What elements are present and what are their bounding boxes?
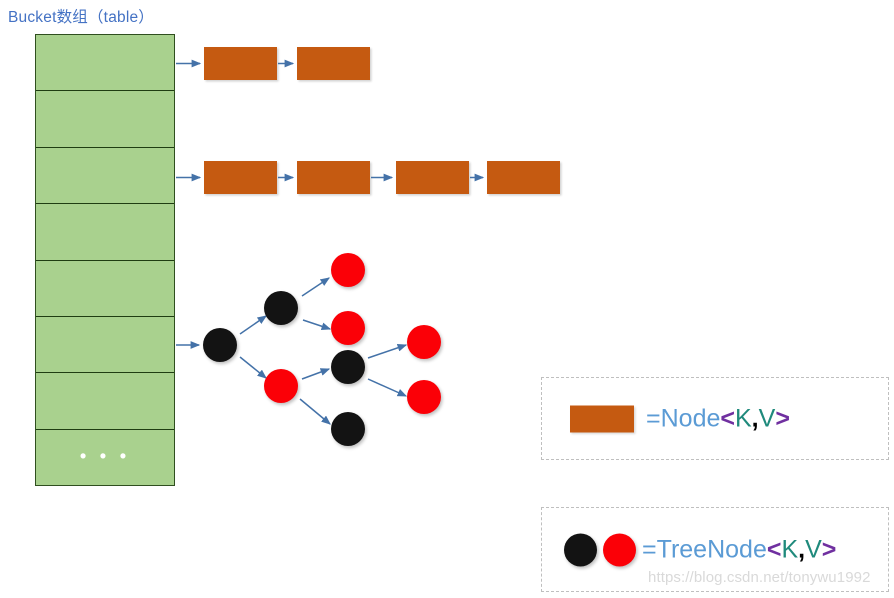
chain-1-node-0 <box>204 161 277 194</box>
tree-node-n2-red <box>331 253 365 287</box>
tree-node-n6-red <box>407 325 441 359</box>
legend-node-equals: = <box>646 404 661 432</box>
tree-node-n5-black <box>331 350 365 384</box>
legend-treenode-close-angle: > <box>821 535 837 563</box>
legend-node-name: Node <box>660 404 721 432</box>
bucket-cell-3 <box>36 204 174 261</box>
bucket-ellipsis: • • • <box>79 446 131 468</box>
chain-1-node-1 <box>297 161 370 194</box>
bucket-cell-4 <box>36 260 174 317</box>
legend-node-open-angle: < <box>720 404 735 432</box>
chain-1-node-3 <box>487 161 560 194</box>
tree-node-n4-red <box>264 369 298 403</box>
legend-treenode-name: TreeNode <box>656 535 767 563</box>
legend-circle-black <box>564 533 597 566</box>
bucket-cell-2 <box>36 147 174 205</box>
bucket-cell-0 <box>36 35 174 92</box>
legend-node-key: K <box>734 404 752 432</box>
legend-treenode-value: V <box>805 535 822 563</box>
legend-node-label: =Node<K,V> <box>646 406 790 431</box>
chain-0-node-1 <box>297 47 370 80</box>
tree-node-root-black <box>203 328 237 362</box>
watermark-text: https://blog.csdn.net/tonywu1992 <box>648 569 871 586</box>
chain-0-node-0 <box>204 47 277 80</box>
tree-node-n3-red <box>331 311 365 345</box>
legend-treenode-label: =TreeNode<K,V> <box>642 537 836 562</box>
legend-treenode-open-angle: < <box>766 535 782 563</box>
bucket-array: • • • <box>35 34 175 486</box>
legend-node-value: V <box>758 404 776 432</box>
page-title: Bucket数组（table） <box>8 9 154 26</box>
chain-1-node-2 <box>396 161 469 194</box>
legend-node-swatch <box>570 405 634 432</box>
legend-node-comma: , <box>751 404 759 432</box>
tree-node-n7-red <box>407 380 441 414</box>
legend-treenode-key: K <box>781 535 799 563</box>
legend-node-entry: =Node<K,V> <box>541 377 889 460</box>
legend-treenode-swatches <box>564 533 636 566</box>
bucket-cell-1 <box>36 91 174 148</box>
legend-circle-red <box>603 533 636 566</box>
bucket-cell-6 <box>36 373 174 430</box>
legend-treenode-entry: =TreeNode<K,V> <box>541 507 889 592</box>
bucket-cell-7: • • • <box>36 429 174 485</box>
tree-node-n8-black <box>331 412 365 446</box>
legend-node-close-angle: > <box>775 404 790 432</box>
bucket-cell-5 <box>36 316 174 374</box>
legend-treenode-equals: = <box>642 535 657 563</box>
tree-node-n1-black <box>264 291 298 325</box>
legend-treenode-comma: , <box>798 535 806 563</box>
